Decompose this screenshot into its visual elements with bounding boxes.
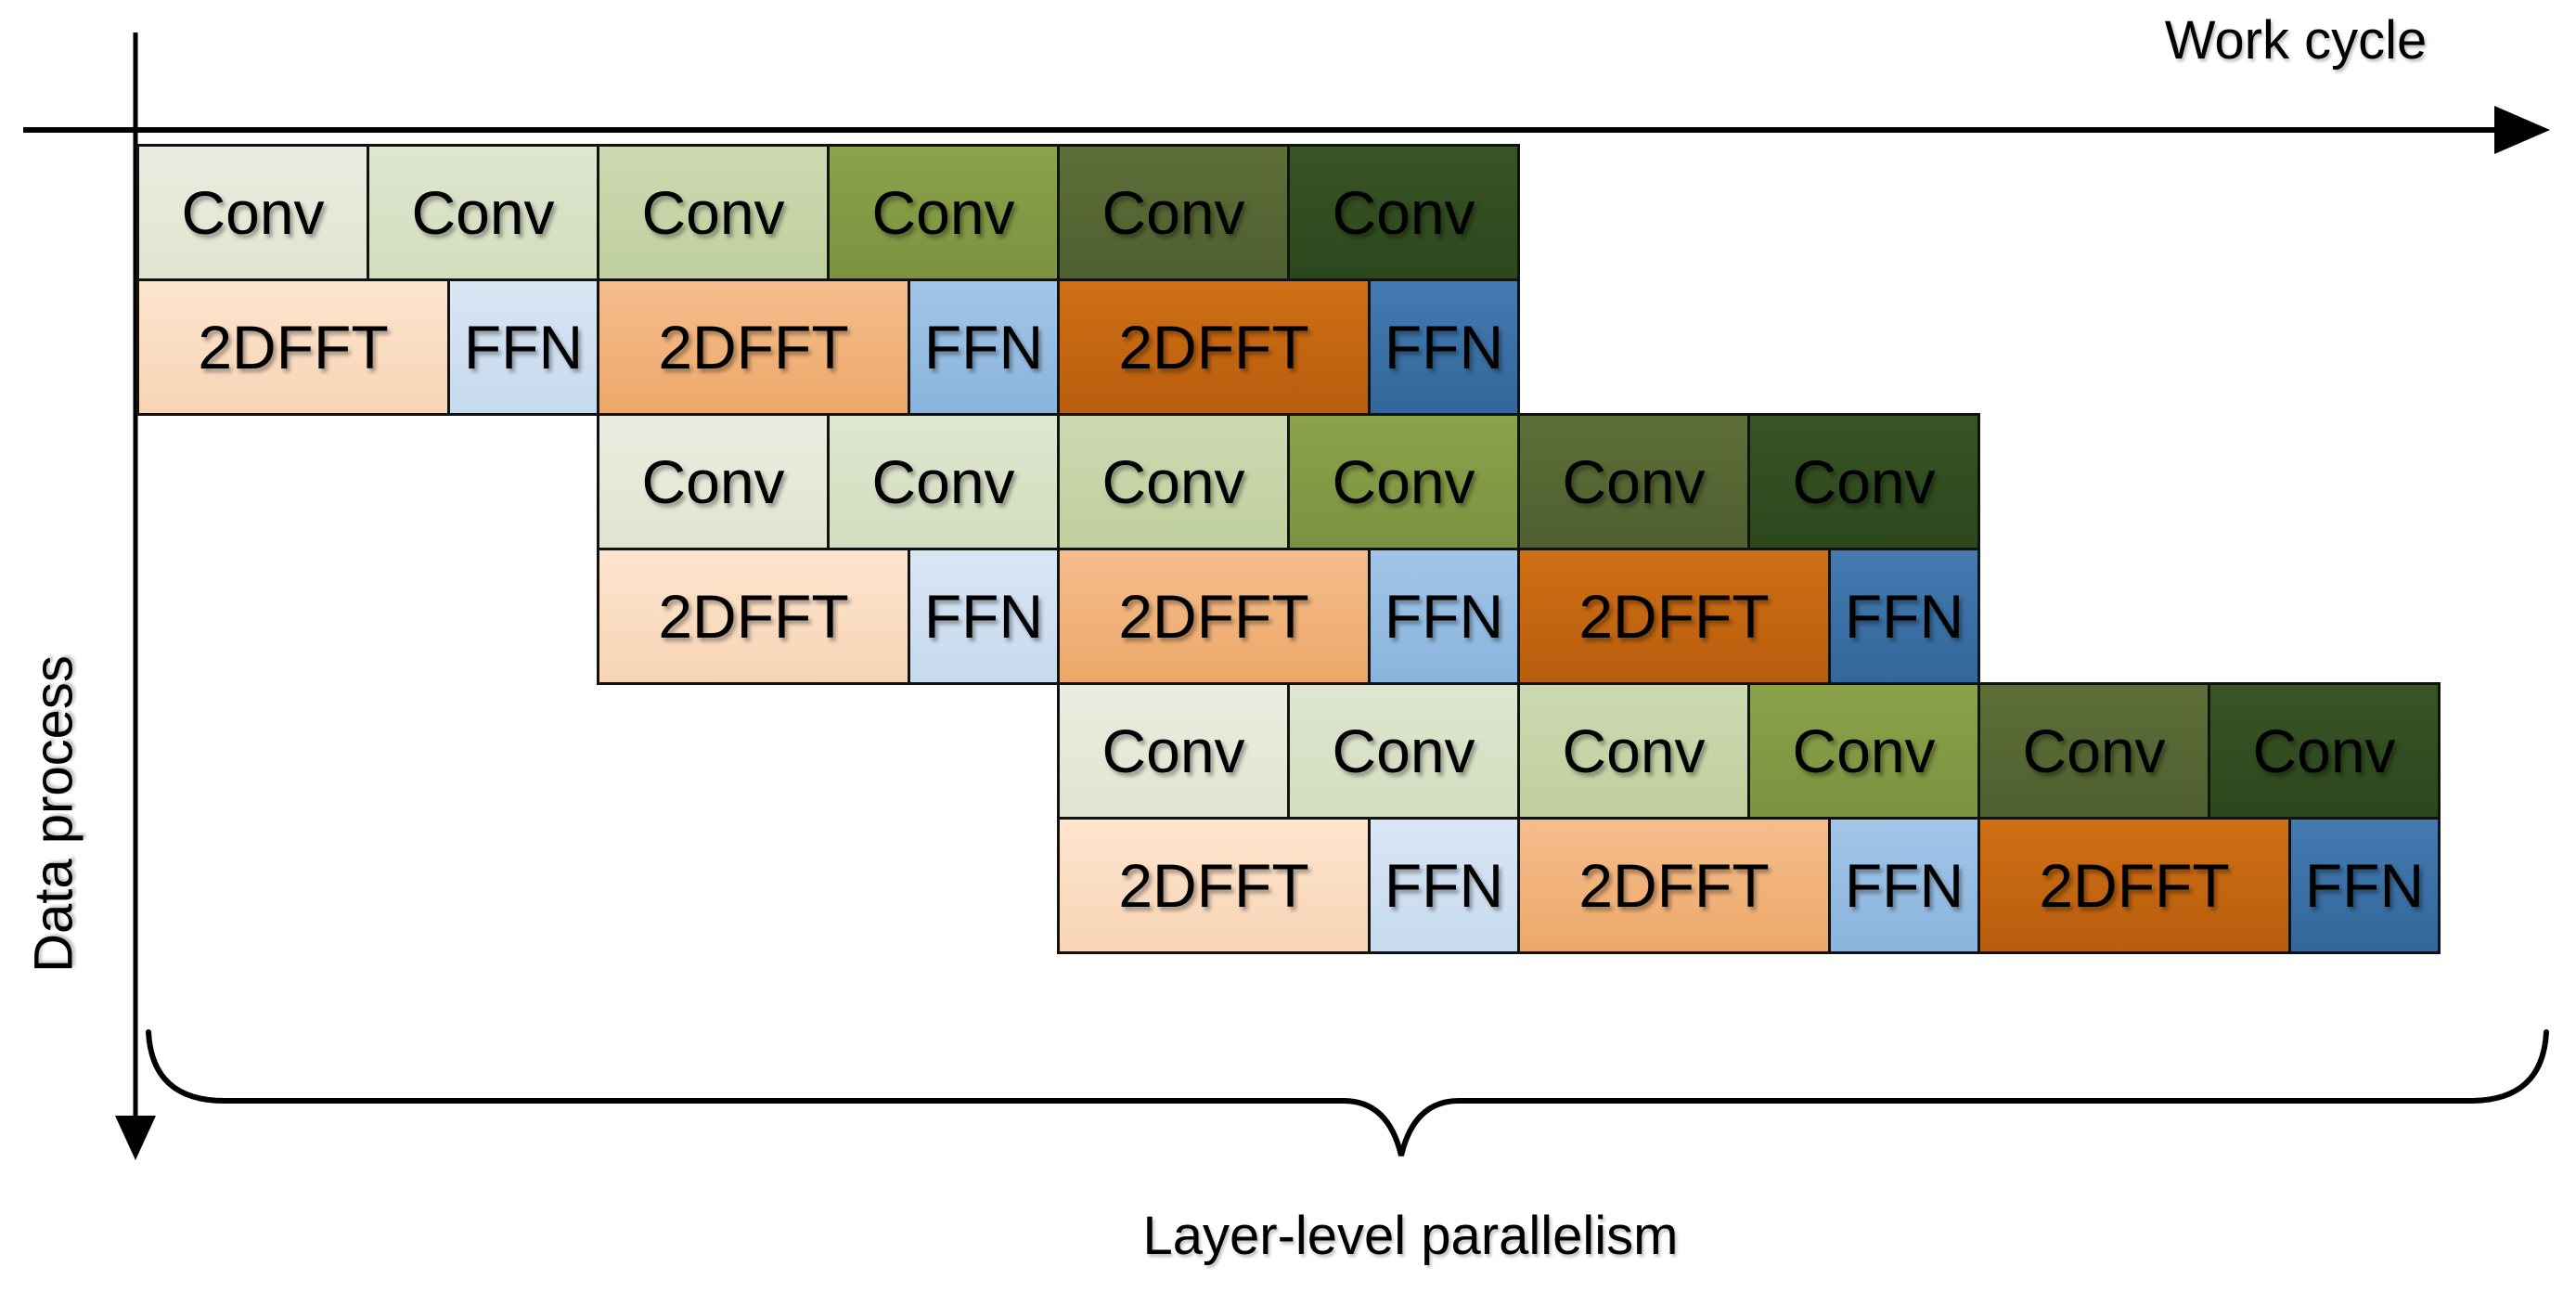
- conv-block: Conv: [1517, 413, 1750, 550]
- conv-label: Conv: [2022, 717, 2166, 785]
- fft-label: 2DFFT: [1578, 582, 1770, 651]
- conv-block: Conv: [136, 144, 369, 281]
- ffn-label: FFN: [923, 582, 1044, 651]
- conv-label: Conv: [1332, 717, 1475, 785]
- fft-label: 2DFFT: [1118, 313, 1309, 381]
- conv-label: Conv: [1792, 717, 1936, 785]
- fft-block: 2DFFT: [1057, 278, 1371, 416]
- fft-block: 2DFFT: [597, 278, 910, 416]
- fft-label: 2DFFT: [1118, 582, 1309, 651]
- fft-label: 2DFFT: [1118, 851, 1309, 920]
- ffn-label: FFN: [1384, 851, 1504, 920]
- ffn-label: FFN: [923, 313, 1044, 381]
- ffn-block: FFN: [2288, 817, 2441, 954]
- conv-block: Conv: [827, 413, 1060, 550]
- conv-block: Conv: [1747, 682, 1980, 820]
- ffn-label: FFN: [1384, 582, 1504, 651]
- ffn-label: FFN: [1844, 582, 1964, 651]
- ffn-block: FFN: [1368, 548, 1520, 685]
- x-axis-arrowhead-icon: [2494, 106, 2550, 154]
- fft-block: 2DFFT: [1977, 817, 2291, 954]
- conv-block: Conv: [1517, 682, 1750, 820]
- conv-label: Conv: [1332, 178, 1475, 247]
- conv-label: Conv: [641, 447, 785, 516]
- conv-label: Conv: [2252, 717, 2396, 785]
- conv-block: Conv: [1747, 413, 1980, 550]
- ffn-block: FFN: [1368, 278, 1520, 416]
- ffn-label: FFN: [1384, 313, 1504, 381]
- fft-block: 2DFFT: [1517, 817, 1831, 954]
- conv-block: Conv: [1287, 144, 1520, 281]
- fft-block: 2DFFT: [1057, 548, 1371, 685]
- conv-label: Conv: [871, 447, 1015, 516]
- conv-label: Conv: [1332, 447, 1475, 516]
- fft-label: 2DFFT: [198, 313, 389, 381]
- fft-label: 2DFFT: [658, 582, 849, 651]
- fft-block: 2DFFT: [597, 548, 910, 685]
- fft-block: 2DFFT: [1517, 548, 1831, 685]
- fft-block: 2DFFT: [1057, 817, 1371, 954]
- conv-label: Conv: [1101, 178, 1245, 247]
- conv-block: Conv: [1057, 413, 1290, 550]
- x-axis-label: Work cycle: [2164, 10, 2428, 71]
- conv-label: Conv: [1101, 717, 1245, 785]
- ffn-block: FFN: [1828, 817, 1980, 954]
- conv-label: Conv: [1792, 447, 1936, 516]
- conv-block: Conv: [827, 144, 1060, 281]
- ffn-block: FFN: [1828, 548, 1980, 685]
- ffn-block: FFN: [908, 548, 1060, 685]
- ffn-block: FFN: [1368, 817, 1520, 954]
- fft-label: 2DFFT: [1578, 851, 1770, 920]
- conv-block: Conv: [1287, 413, 1520, 550]
- ffn-label: FFN: [1844, 851, 1964, 920]
- fft-label: 2DFFT: [658, 313, 849, 381]
- conv-block: Conv: [1977, 682, 2210, 820]
- ffn-block: FFN: [908, 278, 1060, 416]
- ffn-label: FFN: [463, 313, 584, 381]
- brace-label: Layer-level parallelism: [1142, 1206, 1679, 1266]
- conv-label: Conv: [871, 178, 1015, 247]
- ffn-block: FFN: [447, 278, 599, 416]
- conv-label: Conv: [641, 178, 785, 247]
- conv-block: Conv: [2208, 682, 2441, 820]
- conv-block: Conv: [597, 144, 830, 281]
- conv-block: Conv: [1057, 144, 1290, 281]
- conv-label: Conv: [411, 178, 555, 247]
- conv-block: Conv: [1057, 682, 1290, 820]
- conv-block: Conv: [367, 144, 599, 281]
- conv-label: Conv: [1562, 717, 1706, 785]
- conv-label: Conv: [1101, 447, 1245, 516]
- conv-block: Conv: [1287, 682, 1520, 820]
- fft-block: 2DFFT: [136, 278, 450, 416]
- y-axis-label: Data process: [23, 655, 84, 973]
- brace-curve: [146, 1029, 2549, 1156]
- fft-label: 2DFFT: [2039, 851, 2230, 920]
- ffn-label: FFN: [2304, 851, 2425, 920]
- conv-label: Conv: [1562, 447, 1706, 516]
- conv-block: Conv: [597, 413, 830, 550]
- conv-label: Conv: [181, 178, 325, 247]
- y-axis-arrowhead-icon: [115, 1116, 156, 1160]
